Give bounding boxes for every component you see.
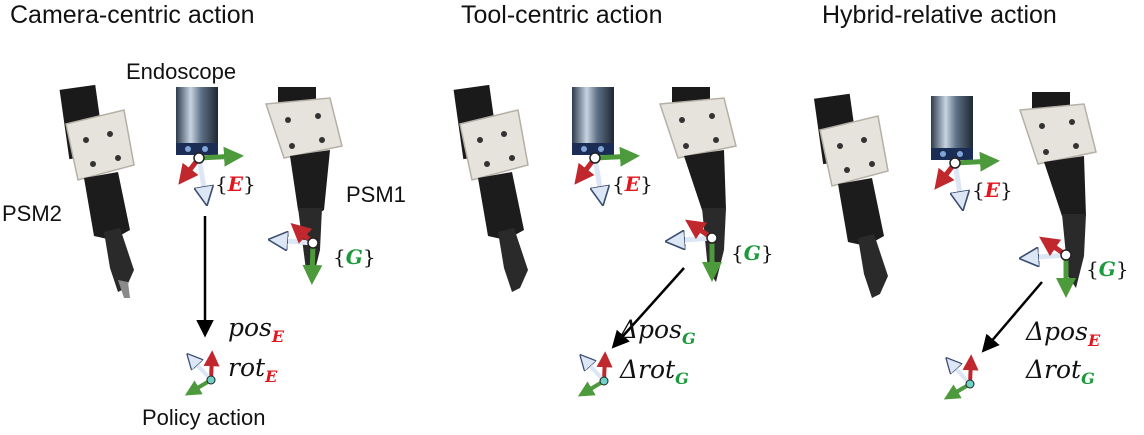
panel-hybrid-relative: Hybrid-relative action {E} — [814, 1, 1129, 397]
policy-action-label: Policy action — [142, 405, 266, 430]
psm1-instrument — [660, 87, 736, 282]
action-pos-label: ΔposG — [619, 315, 696, 348]
panel-camera-centric: Camera-centric action PSM2 Endoscope — [2, 1, 406, 430]
action-rot-label: ΔrotG — [619, 355, 689, 388]
gripper-frame-label: {G} — [333, 245, 376, 269]
action-pos-label: posE — [228, 313, 285, 346]
endoscope-instrument — [176, 87, 218, 155]
camera-frame-label: {E} — [972, 178, 1013, 202]
gripper-frame-label: {G} — [731, 241, 774, 265]
camera-frame-label: {E} — [215, 172, 256, 196]
action-pos-label: ΔposE — [1025, 317, 1101, 350]
camera-frame-label: {E} — [612, 172, 653, 196]
action-frame-axes — [948, 359, 974, 397]
psm2-label: PSM2 — [2, 201, 62, 226]
psm1-instrument — [266, 87, 342, 282]
endoscope-instrument — [572, 87, 614, 155]
panel-tool-centric: Tool-centric action {E} — [454, 1, 774, 394]
gripper-frame-axes — [1025, 240, 1071, 292]
psm2-instrument — [814, 94, 888, 298]
endoscope-label: Endoscope — [126, 59, 236, 84]
action-rot-label: ΔrotG — [1025, 355, 1095, 388]
action-rot-label: rotE — [228, 353, 278, 386]
psm2-instrument — [454, 85, 528, 292]
endoscope-instrument — [931, 96, 973, 160]
action-frame-axes — [582, 356, 608, 394]
panel-title: Camera-centric action — [10, 1, 255, 29]
psm2-instrument — [60, 85, 134, 298]
action-frame-axes — [189, 355, 215, 393]
panel-title: Tool-centric action — [461, 1, 662, 29]
gripper-frame-label: {G} — [1086, 257, 1129, 281]
panel-title: Hybrid-relative action — [822, 1, 1057, 29]
psm1-label: PSM1 — [346, 182, 406, 207]
